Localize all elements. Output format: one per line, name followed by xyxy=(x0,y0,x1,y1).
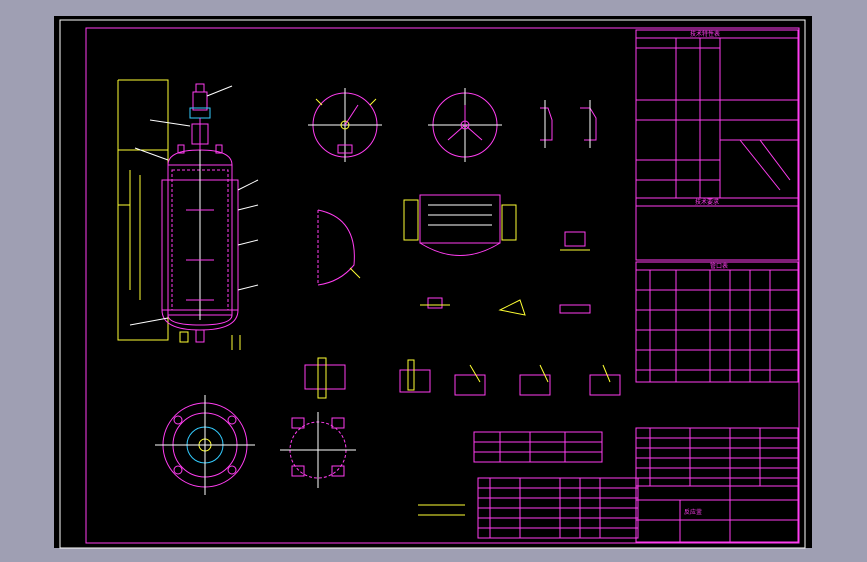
notes-block: 技术要求 xyxy=(635,197,799,261)
support-plate xyxy=(280,412,356,488)
weight-notes xyxy=(418,504,465,516)
jacket-section xyxy=(403,194,517,256)
drawing-name: 反应釜 xyxy=(684,508,702,516)
sheet-border xyxy=(59,19,806,549)
nozzle-heading: 管口表 xyxy=(710,262,728,270)
drawing-border xyxy=(85,27,800,544)
top-view-right xyxy=(428,88,502,162)
tech-spec-heading: 技术特性表 xyxy=(690,30,720,38)
detail-profiles-top xyxy=(540,100,597,148)
head-section xyxy=(317,209,361,286)
small-table-mid xyxy=(473,431,603,463)
tech-spec-table: 技术特性表 xyxy=(635,29,799,199)
detail-parts xyxy=(420,231,591,316)
top-view-left xyxy=(308,88,382,162)
parts-list-table xyxy=(635,427,799,487)
notes-heading: 技术要求 xyxy=(695,198,719,206)
flange-plan xyxy=(155,395,255,495)
bottom-parts-list xyxy=(477,477,639,539)
cad-viewport[interactable] xyxy=(54,16,812,548)
nozzle-table: 管口表 xyxy=(635,261,799,383)
vessel-elevation xyxy=(117,79,259,350)
title-block: 反应釜 xyxy=(635,485,799,543)
nozzle-details xyxy=(304,357,621,399)
